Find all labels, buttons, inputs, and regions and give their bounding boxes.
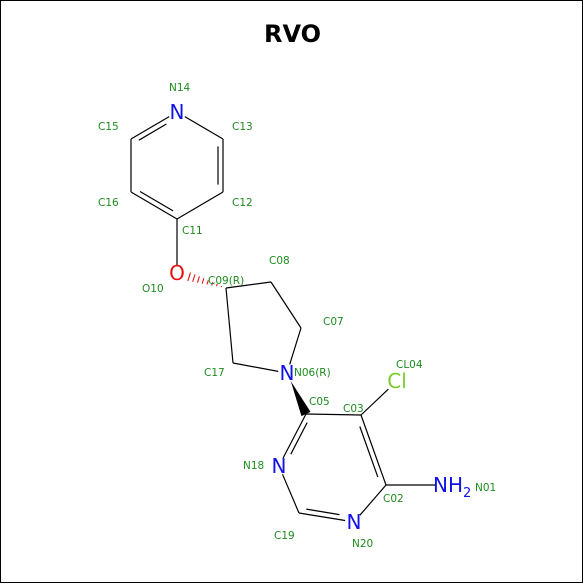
atom-c13: C13 bbox=[232, 121, 253, 133]
hash-stroke bbox=[193, 274, 195, 282]
atom-c16: C16 bbox=[98, 197, 119, 209]
wedge-bond-13 bbox=[291, 381, 311, 416]
atom-c09: C09(R) bbox=[208, 275, 244, 287]
atom-label: C07 bbox=[323, 316, 344, 328]
bond-11 bbox=[226, 288, 233, 363]
bond-5 bbox=[131, 192, 177, 219]
atom-c08: C08 bbox=[269, 255, 290, 267]
atom-label: C08 bbox=[269, 255, 290, 267]
atom-symbol: N bbox=[280, 361, 295, 385]
atom-label: C02 bbox=[383, 493, 404, 505]
atom-symbol: N bbox=[272, 454, 287, 478]
bond-20 bbox=[283, 474, 300, 513]
atom-label: N01 bbox=[475, 482, 496, 494]
atom-c11: C11 bbox=[182, 225, 203, 237]
bond-4 bbox=[177, 192, 223, 219]
atom-label: C17 bbox=[204, 367, 225, 379]
atom-symbol: N bbox=[347, 510, 362, 534]
atom-n20: N N20 bbox=[347, 510, 374, 550]
hash-stroke bbox=[202, 278, 204, 283]
atom-c19: C19 bbox=[274, 530, 295, 542]
atom-c05: C05 bbox=[309, 396, 330, 408]
atom-label: C05 bbox=[309, 396, 330, 408]
bond-10 bbox=[290, 328, 301, 364]
atom-c12: C12 bbox=[232, 197, 253, 209]
atom-label: C09(R) bbox=[208, 275, 244, 287]
atom-label: N20 bbox=[352, 538, 373, 550]
atom-symbol: O bbox=[169, 261, 185, 285]
atom-c17: C17 bbox=[204, 367, 225, 379]
atom-symbol: Cl bbox=[387, 369, 407, 393]
atom-c02: C02 bbox=[383, 493, 404, 505]
atom-o10: O O10 bbox=[142, 261, 185, 295]
atom-label: O10 bbox=[142, 283, 164, 295]
atom-symbol: N bbox=[170, 100, 185, 124]
atom-label: C03 bbox=[343, 403, 364, 415]
double-bond-inner-21 bbox=[306, 509, 339, 514]
atom-label: C15 bbox=[98, 121, 119, 133]
hash-stroke bbox=[198, 276, 200, 282]
bond-9 bbox=[271, 282, 301, 328]
atom-label: C12 bbox=[232, 197, 253, 209]
bond-1 bbox=[131, 117, 169, 139]
atom-label: CL04 bbox=[396, 359, 423, 371]
atom-label: C16 bbox=[98, 197, 119, 209]
atom-n01: NH2 N01 bbox=[433, 473, 496, 501]
atom-c03: C03 bbox=[343, 403, 364, 415]
bond-12 bbox=[233, 363, 278, 371]
atom-label: C13 bbox=[232, 121, 253, 133]
double-bond-inner-5 bbox=[140, 192, 173, 211]
bond-19 bbox=[283, 414, 306, 458]
atom-label: N18 bbox=[243, 460, 264, 472]
atom-c07: C07 bbox=[323, 316, 344, 328]
atom-n18: N N18 bbox=[243, 454, 286, 478]
bond-15 bbox=[361, 389, 388, 415]
atom-subscript: 2 bbox=[463, 486, 471, 501]
atom-label: N06(R) bbox=[294, 367, 331, 379]
double-bond-inner-16 bbox=[360, 427, 378, 477]
bond-0 bbox=[185, 117, 223, 139]
hash-stroke bbox=[188, 273, 191, 282]
atom-c15: C15 bbox=[98, 121, 119, 133]
atom-label: C11 bbox=[182, 225, 203, 237]
bond-16 bbox=[361, 415, 386, 485]
atom-label: N14 bbox=[169, 82, 191, 94]
atom-label: C19 bbox=[274, 530, 295, 542]
atom-symbol: NH2 bbox=[433, 473, 471, 501]
